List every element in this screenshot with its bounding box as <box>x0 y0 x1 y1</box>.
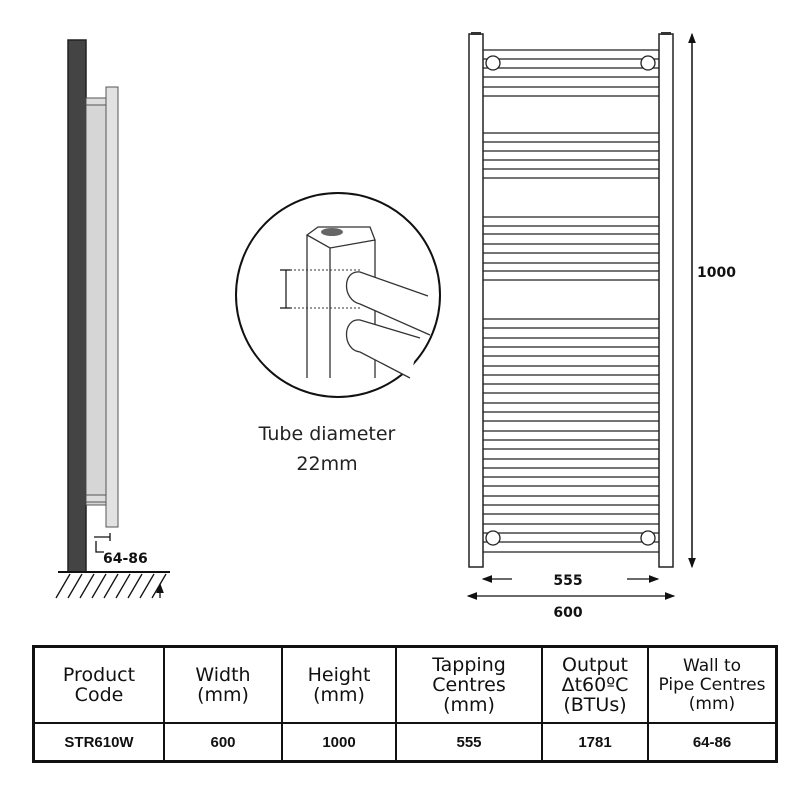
right-rail-cap <box>661 32 671 35</box>
left-rail-cap <box>471 32 481 35</box>
hatch-line <box>103 573 119 599</box>
gap-marker <box>94 533 111 553</box>
towel-bars <box>483 49 659 553</box>
radiator-rail-side <box>105 86 119 528</box>
header-height: Height(mm) <box>281 645 397 724</box>
diagram-canvas: 64-86 Tube diameter 22mm 1000 555 600 <box>55 32 736 621</box>
radiator-body-side <box>85 99 107 506</box>
hatch-line <box>55 573 71 599</box>
side-view: 64-86 <box>55 39 170 599</box>
cell-output: 1781 <box>541 722 649 763</box>
bracket-bottom <box>85 494 107 503</box>
bracket-top-right <box>640 55 656 71</box>
rail-tube-1 <box>346 271 431 336</box>
tube-end <box>321 228 343 236</box>
hatch-line <box>127 573 143 599</box>
bracket-top <box>85 97 107 106</box>
bracket-bottom-left <box>485 530 501 546</box>
cell-width: 600 <box>163 722 283 763</box>
tube-detail: Tube diameter 22mm <box>235 192 441 475</box>
bracket-bottom-right <box>640 530 656 546</box>
table-row: STR610W 600 1000 555 1781 64-86 <box>32 722 778 763</box>
left-rail <box>468 33 484 568</box>
header-width: Width(mm) <box>163 645 283 724</box>
hatch-line <box>115 573 131 599</box>
hatch-line <box>151 573 167 599</box>
cell-wall-to-pipe: 64-86 <box>647 722 778 763</box>
height-label: 1000 <box>697 265 736 281</box>
cell-height: 1000 <box>281 722 397 763</box>
hatch-line <box>91 573 107 599</box>
tapping-label: 555 <box>553 573 582 589</box>
width-label: 600 <box>553 605 582 621</box>
hatch-line <box>67 573 83 599</box>
cell-product-code: STR610W <box>32 722 165 763</box>
rail-tube-2 <box>346 319 421 379</box>
hatch-line <box>79 573 95 599</box>
wall-gap-label: 64-86 <box>103 551 148 567</box>
cell-tapping: 555 <box>395 722 543 763</box>
front-view: 1000 555 600 <box>466 32 736 621</box>
bracket-top-left <box>485 55 501 71</box>
tube-illustration <box>305 226 376 378</box>
tube-caption-line1: Tube diameter <box>258 423 396 445</box>
ground-hatching <box>55 573 167 599</box>
right-rail <box>658 33 674 568</box>
tube-caption-line2: 22mm <box>296 453 357 475</box>
hatch-line <box>139 573 155 599</box>
wall <box>67 39 87 573</box>
